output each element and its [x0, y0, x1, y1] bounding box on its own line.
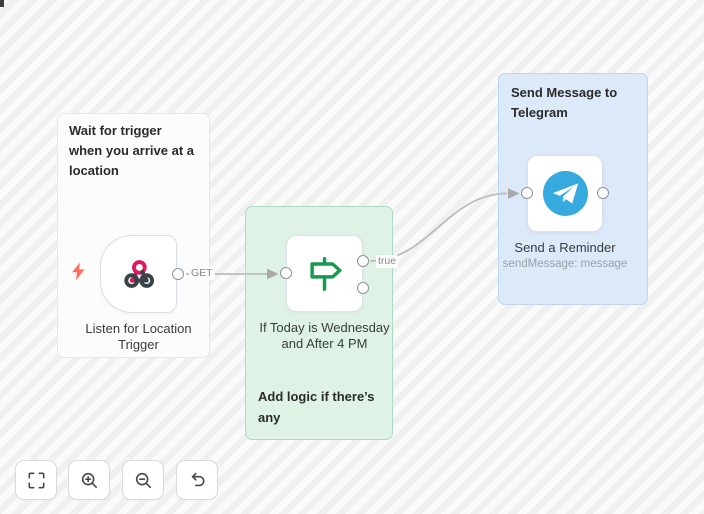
node-label-telegram: Send a Reminder [514, 240, 616, 255]
sticky-note-logic-text: Add logic if there’s any [258, 389, 375, 426]
zoom-in-button[interactable] [68, 460, 110, 500]
webhook-output-label: GET [189, 267, 215, 280]
zoom-to-fit-button[interactable] [15, 460, 57, 500]
node-label-webhook: Listen for Location Trigger [85, 321, 192, 353]
webhook-output-port[interactable] [171, 267, 184, 280]
zoom-out-icon [135, 472, 151, 488]
if-output-false-port[interactable] [357, 281, 369, 294]
if-output-true-port[interactable] [357, 254, 369, 267]
sticky-note-trigger[interactable]: Wait for trigger when you arrive at a lo… [57, 113, 210, 358]
undo-icon [191, 472, 205, 486]
telegram-plane-icon [552, 183, 578, 204]
trigger-bolt-icon [72, 262, 85, 281]
screen-corner-artifact [0, 0, 4, 7]
telegram-output-port[interactable] [596, 187, 609, 199]
webhook-icon [123, 260, 154, 288]
sticky-note-telegram-text: Send Message to Telegram [511, 85, 618, 121]
node-if-condition[interactable] [286, 235, 363, 312]
undo-button[interactable] [176, 460, 218, 500]
sticky-note-trigger-text: Wait for trigger when you arrive at a lo… [69, 123, 194, 179]
node-webhook-trigger[interactable] [100, 235, 177, 313]
node-telegram-send[interactable] [527, 155, 603, 232]
if-true-output-label: true [376, 254, 399, 268]
if-input-port[interactable] [279, 267, 292, 279]
zoom-out-button[interactable] [122, 460, 164, 500]
signpost-icon [309, 256, 342, 291]
sticky-note-logic[interactable]: Add logic if there’s any [245, 206, 393, 440]
node-subtitle-telegram: sendMessage: message [502, 258, 628, 270]
fit-view-icon [27, 471, 45, 489]
telegram-input-port[interactable] [520, 187, 533, 199]
node-label-if: If Today is Wednesday and After 4 PM [259, 320, 390, 352]
telegram-icon [542, 171, 588, 216]
zoom-in-icon [81, 472, 97, 488]
